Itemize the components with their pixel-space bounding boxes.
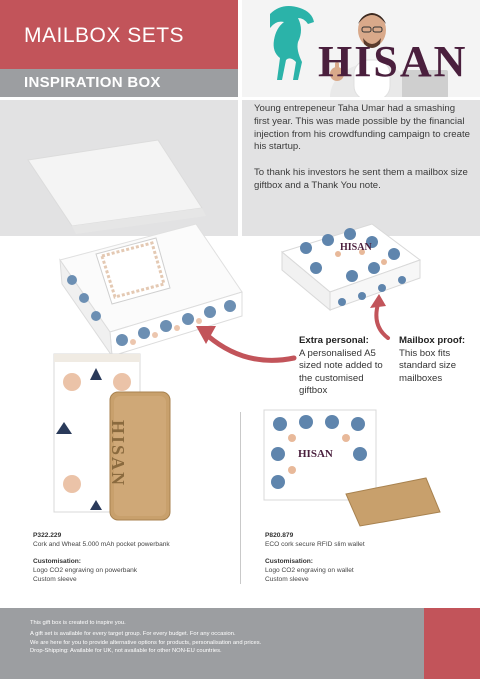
page-title: MAILBOX SETS [24, 24, 185, 47]
open-gift-box-image [27, 139, 243, 355]
product-code: P322.229 [33, 532, 62, 539]
horse-logo-icon [270, 6, 314, 80]
wallet-box-brand: HISAN [298, 448, 333, 460]
arrow-to-mailbox-icon [370, 294, 390, 340]
product-wallet-info: P820.879 ECO cork secure RFID slim walle… [265, 531, 465, 584]
brand-photo [242, 0, 480, 97]
customisation-title: Customisation: [265, 558, 313, 565]
product-name: Cork and Wheat 5.000 mAh pocket powerban… [33, 541, 170, 548]
product-powerbank-info: P322.229 Cork and Wheat 5.000 mAh pocket… [33, 531, 233, 584]
header-subtitle-band [0, 69, 238, 97]
callout-proof-title: Mailbox proof: [399, 335, 466, 346]
customisation-title: Customisation: [33, 558, 81, 565]
intro-text: Young entrepeneur Taha Umar had a smashi… [254, 103, 472, 193]
powerbank-engraving: HISAN [108, 420, 128, 488]
powerbank-image [53, 353, 171, 521]
footer-line: Drop-Shipping: Available for UK, not ava… [30, 648, 222, 655]
customisation-line: Logo CO2 engraving on powerbank [33, 567, 138, 574]
callout-extra-personal: Extra personal: A personalised A5 sized … [299, 335, 387, 398]
brand-photo-illustration [330, 13, 448, 97]
callout-proof-body: This box fits standard size mailboxes [399, 347, 457, 384]
closed-mailbox-image [280, 223, 422, 312]
product-name: ECO cork secure RFID slim wallet [265, 541, 365, 548]
intro-paragraph-1: Young entrepeneur Taha Umar had a smashi… [254, 103, 470, 153]
callout-extra-body: A personalised A5 sized note added to th… [299, 347, 383, 397]
header-title-band [0, 0, 238, 69]
wallet-image [263, 409, 441, 527]
customisation-line: Logo CO2 engraving on wallet [265, 567, 354, 574]
footer-text: This gift box is created to inspire you.… [30, 619, 330, 656]
arrow-to-card-icon [196, 326, 297, 363]
footer-accent [424, 608, 480, 679]
callout-extra-title: Extra personal: [299, 335, 369, 346]
customisation-line: Custom sleeve [33, 576, 77, 583]
mailbox-brand-label: HISAN [340, 242, 372, 253]
product-divider [240, 412, 241, 584]
customisation-line: Custom sleeve [265, 576, 309, 583]
intro-paragraph-2: To thank his investors he sent them a ma… [254, 166, 468, 191]
intro-panel [242, 100, 480, 236]
callout-mailbox-proof: Mailbox proof: This box fits standard si… [399, 335, 475, 385]
footer [0, 608, 480, 679]
page-subtitle: INSPIRATION BOX [24, 74, 161, 91]
product-code: P820.879 [265, 532, 294, 539]
footer-line: A gift set is available for every target… [30, 631, 236, 638]
brand-wordmark: HISAN [318, 37, 468, 86]
footer-line: This gift box is created to inspire you. [30, 620, 126, 626]
footer-line: We are here for you to provide alternati… [30, 639, 262, 646]
